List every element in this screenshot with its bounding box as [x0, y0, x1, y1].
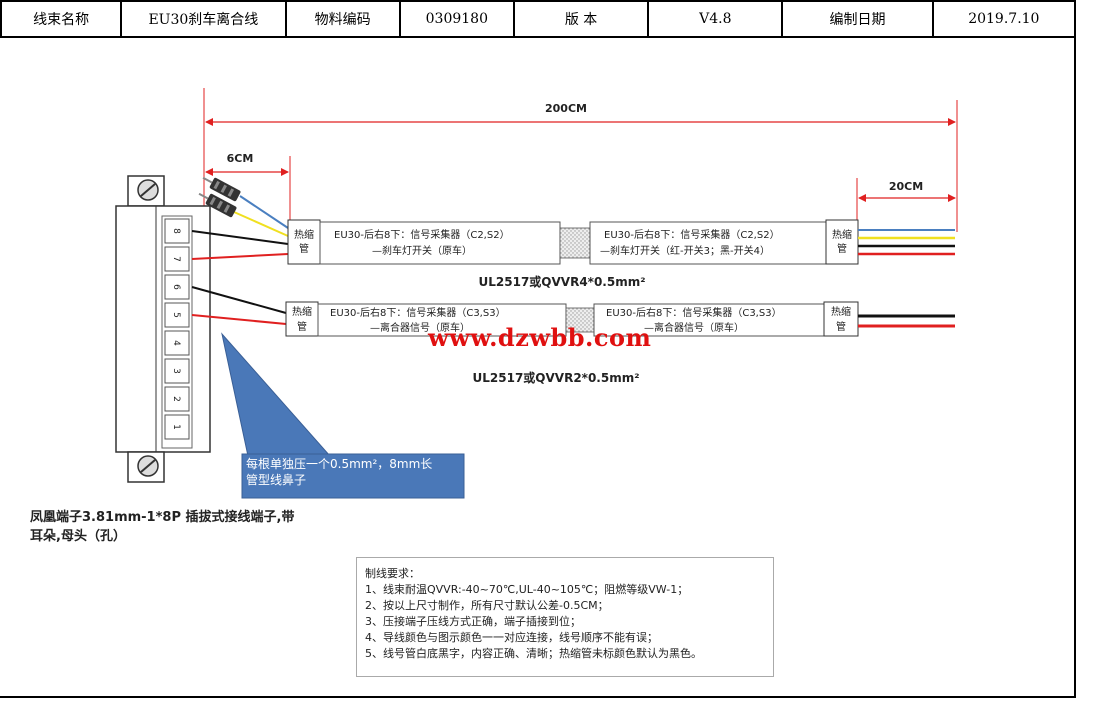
wire-marker-text: —离合器信号（原车）: [370, 321, 470, 334]
stripped-wire-ends: [198, 176, 289, 237]
callout-line: 管型线鼻子: [246, 473, 307, 487]
pin-label-5: 5: [171, 312, 181, 318]
heat-shrink-label: 热缩: [831, 305, 851, 318]
header-cell-material-code-label: 物料编码: [284, 0, 401, 38]
wire-marker-text: —刹车灯开关（红-开关3；黑-开关4）: [600, 244, 770, 257]
harness-bottom-spec: UL2517或QVVR2*0.5mm²: [473, 370, 640, 385]
heat-shrink-label: 热缩: [832, 228, 852, 241]
header-cell-date: 2019.7.10: [931, 0, 1077, 38]
production-requirements-box: 制线要求： 1、线束耐温QVVR:-40~70℃,UL-40~105℃；阻燃等级…: [356, 557, 774, 677]
pin-label-7: 7: [171, 256, 181, 262]
heat-shrink-label: 管: [836, 320, 846, 333]
header-cell-harness-name-label: 线束名称: [0, 0, 123, 38]
heat-shrink-label: 热缩: [292, 305, 312, 318]
heat-shrink-label: 热缩: [294, 228, 314, 241]
watermark: www.dzwbb.com: [428, 323, 652, 352]
requirement-item: 3、压接端子压线方式正确，端子插接到位；: [365, 615, 581, 628]
ferrule-callout: [221, 332, 465, 499]
requirements-title: 制线要求：: [365, 567, 420, 580]
heat-shrink-label: 管: [299, 242, 309, 255]
connector-description-line: 耳朵,母头（孔）: [30, 529, 126, 544]
pin-label-4: 4: [171, 340, 181, 346]
requirement-item: 4、导线颜色与图示颜色一一对应连接，线号顺序不能有误；: [365, 631, 658, 644]
requirement-item: 2、按以上尺寸制作，所有尺寸默认公差-0.5CM；: [365, 599, 609, 612]
callout-line: 每根单独压一个0.5mm²，8mm长: [246, 457, 433, 471]
wire-marker-text: EU30-后右8下：信号采集器（C2,S2）: [604, 228, 780, 241]
frame-bottom-border: [0, 696, 1076, 698]
heat-shrink-label: 管: [837, 242, 847, 255]
connector-description-line: 凤凰端子3.81mm-1*8P 插拔式接线端子,带: [30, 510, 295, 525]
dimension-total-label: 200CM: [545, 102, 587, 115]
header-cell-material-code: 0309180: [398, 0, 515, 38]
header-cell-harness-name: EU30刹车离合线: [120, 0, 287, 38]
wire-marker-text: EU30-后右8下：信号采集器（C3,S3）: [606, 306, 782, 319]
header-cell-date-label: 编制日期: [781, 0, 934, 38]
pin-label-8: 8: [171, 228, 181, 234]
pin-label-3: 3: [171, 368, 181, 374]
pin-label-6: 6: [171, 284, 181, 290]
wires-connector-side: [191, 230, 289, 325]
phoenix-connector: [115, 175, 211, 483]
dimension-strip-label: 6CM: [227, 152, 254, 165]
dimension-lines: [203, 88, 958, 232]
connector-description: 凤凰端子3.81mm-1*8P 插拔式接线端子,带 耳朵,母头（孔）: [30, 508, 350, 546]
harness-top: [287, 219, 955, 265]
frame-right-border: [1074, 38, 1076, 698]
dimension-tail-label: 20CM: [889, 180, 923, 193]
harness-bottom: [285, 301, 955, 337]
wire-marker-text: —离合器信号（原车）: [644, 321, 744, 334]
ferrule-callout-text: 每根单独压一个0.5mm²，8mm长 管型线鼻子: [246, 456, 464, 488]
wire-marker-text: —刹车灯开关（原车）: [372, 244, 472, 257]
requirement-item: 1、线束耐温QVVR:-40~70℃,UL-40~105℃；阻燃等级VW-1；: [365, 583, 689, 596]
harness-top-spec: UL2517或QVVR4*0.5mm²: [479, 274, 646, 289]
pin-label-2: 2: [171, 396, 181, 402]
wire-marker-text: EU30-后右8下：信号采集器（C2,S2）: [334, 228, 510, 241]
requirement-item: 5、线号管白底黑字，内容正确、清晰；热缩管未标颜色默认为黑色。: [365, 647, 702, 660]
header-cell-version-label: 版 本: [512, 0, 650, 38]
heat-shrink-label: 管: [297, 320, 307, 333]
header-cell-version: V4.8: [647, 0, 784, 38]
pin-label-1: 1: [171, 424, 181, 430]
wire-marker-text: EU30-后右8下：信号采集器（C3,S3）: [330, 306, 506, 319]
header-table: 线束名称 EU30刹车离合线 物料编码 0309180 版 本 V4.8 编制日…: [0, 0, 1077, 38]
